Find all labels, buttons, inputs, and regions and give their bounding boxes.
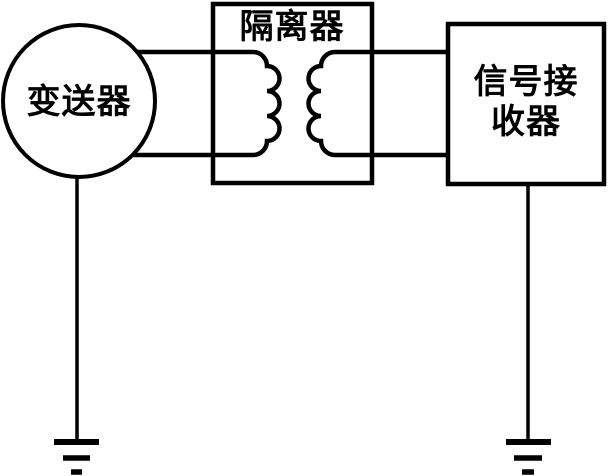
transformer-primary-coil-icon bbox=[133, 49, 282, 158]
transmitter-node bbox=[1, 23, 157, 179]
receiver-label-line2: 收器 bbox=[491, 102, 561, 142]
transmitter-label: 变送器 bbox=[27, 82, 132, 122]
receiver-label-line1: 信号接 bbox=[474, 62, 579, 102]
ground-icon-right bbox=[506, 184, 551, 475]
ground-icon-left bbox=[54, 178, 99, 475]
isolator-label: 隔离器 bbox=[240, 7, 345, 47]
receiver-box bbox=[445, 21, 607, 187]
transformer-secondary-coil-icon bbox=[306, 49, 448, 158]
isolator-box bbox=[210, 1, 375, 186]
